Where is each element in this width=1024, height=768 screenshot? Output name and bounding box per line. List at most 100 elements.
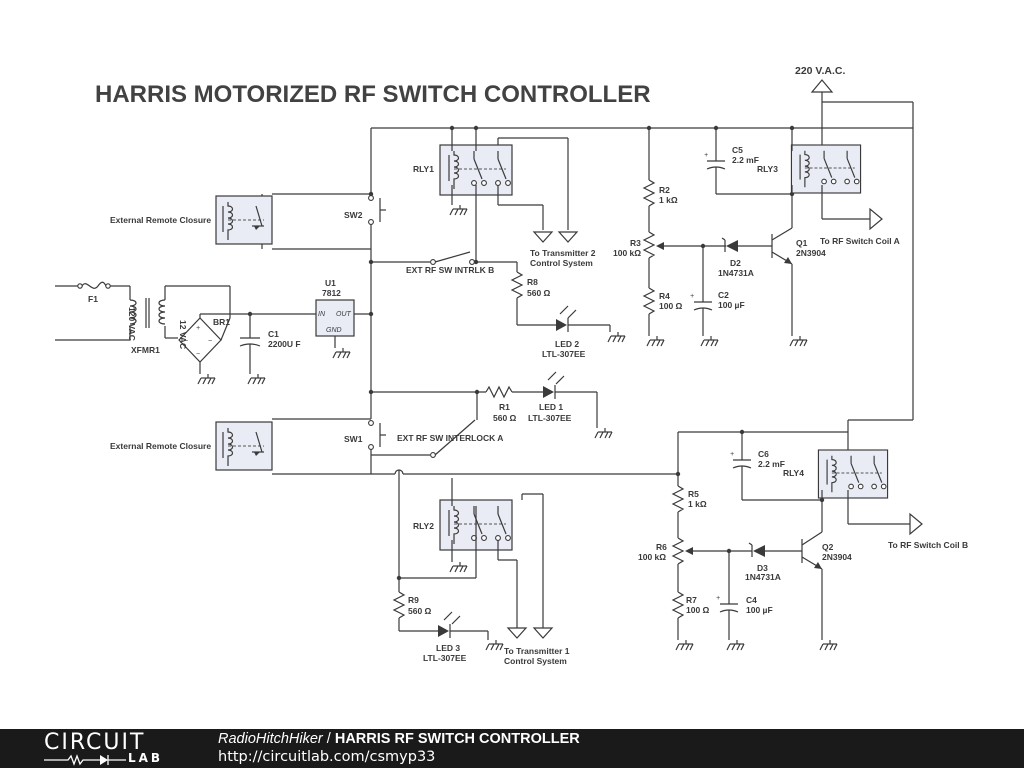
rly1-label: RLY1	[413, 164, 434, 174]
coil-a-arrow-icon	[869, 207, 883, 231]
tx2-label-2: Control System	[530, 258, 593, 268]
svg-text:−: −	[196, 351, 200, 358]
tx1-arrow-icon	[506, 627, 528, 639]
zener-d3-icon	[753, 545, 765, 557]
circuitlab-logo[interactable]: CIRCUIT LAB	[44, 732, 179, 766]
svg-text:+: +	[690, 293, 694, 300]
xfmr-secondary-label: 12 VAC	[178, 320, 188, 349]
q2-part: 2N3904	[822, 552, 852, 562]
d3-name: D3	[757, 563, 768, 573]
tx2-arrow-icon-2	[557, 231, 579, 243]
c4-value: 100 µF	[746, 605, 773, 615]
svg-text:IN: IN	[318, 311, 326, 318]
ext-remote-relay-a	[215, 421, 273, 471]
r7-value: 100 Ω	[686, 605, 710, 615]
c2-value: 100 µF	[718, 300, 745, 310]
r8-name: R8	[527, 277, 538, 287]
tx1-arrow-icon-2	[532, 627, 554, 639]
f1-label: F1	[88, 294, 98, 304]
coil-a-label: To RF Switch Coil A	[820, 236, 900, 246]
led1-name: LED 1	[539, 402, 563, 412]
r3-name: R3	[630, 238, 641, 248]
led3-icon	[438, 625, 449, 637]
led2-icon	[556, 319, 567, 331]
supply-label: 220 V.A.C.	[795, 65, 845, 77]
r3-value: 100 kΩ	[613, 248, 641, 258]
r5-name: R5	[688, 489, 699, 499]
logo-text-bottom: LAB	[128, 751, 164, 765]
led2-name: LED 2	[555, 339, 579, 349]
svg-text:+: +	[730, 451, 734, 458]
u1-name: U1	[325, 278, 336, 288]
rly4-label: RLY4	[783, 468, 804, 478]
d2-name: D2	[730, 258, 741, 268]
c1-name: C1	[268, 329, 279, 339]
footer-credit: RadioHitchHiker / HARRIS RF SWITCH CONTR…	[218, 731, 580, 747]
tx1-label-1: To Transmitter 1	[504, 646, 570, 656]
xfmr-primary	[129, 299, 137, 325]
c1-value: 2200U F	[268, 339, 301, 349]
sw1-label: SW1	[344, 434, 363, 444]
relay-rly4	[817, 449, 889, 499]
c5-value: 2.2 mF	[732, 155, 759, 165]
c5-name: C5	[732, 145, 743, 155]
r5-value: 1 kΩ	[688, 499, 707, 509]
xfmr-secondary	[158, 299, 166, 325]
r9-name: R9	[408, 595, 419, 605]
svg-text:+: +	[716, 595, 720, 602]
r7-name: R7	[686, 595, 697, 605]
coil-b-arrow-icon	[909, 512, 923, 536]
q1-name: Q1	[796, 238, 808, 248]
coil-b-label: To RF Switch Coil B	[888, 540, 968, 550]
logo-waveform-icon	[44, 754, 126, 766]
footer-separator: /	[322, 731, 335, 747]
r4-value: 100 Ω	[659, 301, 683, 311]
r4-name: R4	[659, 291, 670, 301]
svg-text:~: ~	[184, 338, 188, 345]
footer-bar: CIRCUIT LAB RadioHitchHiker / HARRIS RF …	[0, 729, 1024, 768]
supply-arrow-icon	[810, 79, 834, 93]
r1-value: 560 Ω	[493, 413, 517, 423]
zener-d2-icon	[726, 240, 738, 252]
r6-name: R6	[656, 542, 667, 552]
ext-remote-label-b: External Remote Closure	[110, 215, 211, 225]
interlock-a-label: EXT RF SW INTERLOCK A	[397, 433, 503, 443]
svg-text:GND: GND	[326, 327, 342, 334]
c2-name: C2	[718, 290, 729, 300]
r8-value: 560 Ω	[527, 288, 551, 298]
led2-part: LTL-307EE	[542, 349, 586, 359]
d2-part: 1N4731A	[718, 268, 754, 278]
footer-title: HARRIS RF SWITCH CONTROLLER	[334, 731, 580, 747]
q1-part: 2N3904	[796, 248, 826, 258]
diagram-title: HARRIS MOTORIZED RF SWITCH CONTROLLER	[95, 81, 651, 108]
q2-name: Q2	[822, 542, 834, 552]
c4-name: C4	[746, 595, 757, 605]
r2-value: 1 kΩ	[659, 195, 678, 205]
d3-part: 1N4731A	[745, 572, 781, 582]
footer-url-link[interactable]: http://circuitlab.com/csmyp33	[218, 749, 436, 765]
led1-part: LTL-307EE	[528, 413, 572, 423]
fuse-f1	[81, 281, 107, 289]
regulator-u1	[315, 299, 355, 337]
svg-text:~: ~	[208, 338, 212, 345]
xfmr-name: XFMR1	[131, 345, 160, 355]
u1-part: 7812	[322, 288, 341, 298]
ext-remote-relay-b	[215, 195, 273, 245]
led3-name: LED 3	[436, 643, 460, 653]
schematic-diagram: HARRIS MOTORIZED RF SWITCH CONTROLLER 22…	[55, 65, 968, 666]
sw2-label: SW2	[344, 210, 363, 220]
svg-text:+: +	[704, 152, 708, 159]
tx2-label-1: To Transmitter 2	[530, 248, 596, 258]
svg-text:+: +	[196, 325, 200, 332]
rly2-label: RLY2	[413, 521, 434, 531]
xfmr-primary-label: 120 VAC	[127, 307, 137, 341]
logo-text-top: CIRCUIT	[44, 730, 146, 755]
led1-icon	[543, 386, 554, 398]
interlock-b-label: EXT RF SW INTRLK B	[406, 265, 494, 275]
rly3-label: RLY3	[757, 164, 778, 174]
br1-label: BR1	[213, 317, 230, 327]
tx2-arrow-icon	[532, 231, 554, 243]
relay-rly3	[790, 144, 862, 194]
author-link[interactable]: RadioHitchHiker	[218, 731, 323, 747]
c6-name: C6	[758, 449, 769, 459]
